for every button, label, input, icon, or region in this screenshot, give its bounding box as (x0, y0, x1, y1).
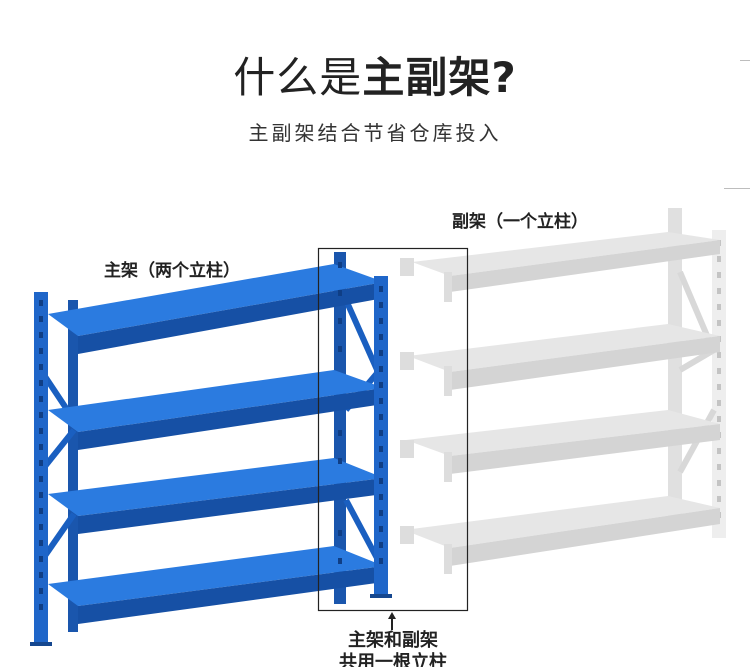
page-title: 什么是主副架? (0, 44, 750, 105)
sub-rack-shelf (404, 496, 720, 566)
sub-rack (400, 208, 726, 574)
main-rack-back-right-upright (334, 252, 346, 604)
sub-rack-shelf (412, 232, 720, 292)
decorative-line (740, 60, 750, 61)
page-subtitle: 主副架结合节省仓库投入 (248, 121, 502, 145)
main-rack-shelf (48, 264, 384, 354)
shared-upright-label-line2: 共用一根立柱 (339, 652, 447, 667)
main-rack-holes (39, 262, 383, 610)
main-rack-shelf (48, 458, 384, 534)
main-rack-back-left-upright (68, 300, 78, 632)
main-rack (30, 252, 392, 646)
main-rack-shelf (48, 546, 384, 624)
title-light: 什么是 (233, 53, 363, 102)
sub-rack-shelf (408, 324, 720, 390)
decorative-line (724, 188, 750, 189)
shared-upright-highlight-box (317, 247, 469, 612)
shared-upright-label-line1: 主架和副架 (348, 630, 438, 651)
title-bold: 主副架? (362, 53, 517, 102)
main-rack-front-left-upright (34, 292, 48, 644)
sub-rack-shelf (406, 410, 720, 474)
main-rack-label: 主架（两个立柱） (104, 261, 240, 281)
sub-rack-back-upright (668, 208, 682, 530)
sub-rack-label: 副架（一个立柱） (452, 212, 588, 232)
sub-rack-hooks (400, 258, 452, 574)
shared-upright-label: 主架和副架 共用一根立柱 (318, 630, 468, 667)
main-rack-shelf (48, 370, 384, 450)
arrow-up-icon (388, 612, 396, 630)
